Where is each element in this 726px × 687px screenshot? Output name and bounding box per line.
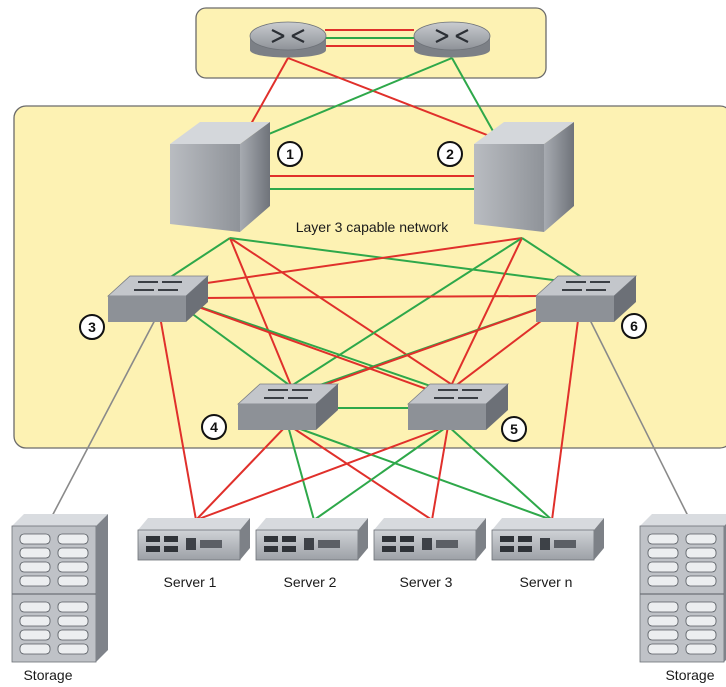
svg-text:6: 6 — [630, 318, 638, 334]
badge-switch-6: 6 — [621, 313, 647, 339]
link-sw3-sw5-red — [167, 295, 447, 397]
link-sw3-server1 — [157, 304, 197, 521]
svg-text:1: 1 — [286, 146, 294, 162]
network-label: Layer 3 capable network — [296, 219, 450, 235]
link-sw5-server3 — [431, 425, 449, 521]
switch-icon — [106, 275, 210, 322]
core-switch-2 — [474, 122, 574, 232]
server-icon — [491, 518, 604, 561]
layer3-switch-icon — [474, 122, 574, 232]
link-sw5-server1 — [195, 425, 449, 521]
link-core1-sw5 — [229, 237, 461, 391]
server-icon — [373, 518, 486, 561]
svg-text:5: 5 — [510, 421, 518, 437]
access-switch-5 — [406, 383, 510, 430]
link-core1-sw4 — [229, 237, 293, 389]
storage-right — [639, 514, 726, 663]
link-router1-core2 — [287, 57, 501, 141]
switch-icon — [534, 275, 638, 322]
router-1 — [249, 21, 327, 58]
router-2 — [413, 21, 491, 58]
link-sw4-server2 — [287, 425, 315, 521]
link-sw4-servern — [291, 425, 553, 521]
link-sw5-servern — [447, 425, 553, 521]
server-2-label: Server 2 — [284, 574, 337, 590]
link-core2-sw5 — [449, 237, 523, 389]
link-sw3-sw6-red — [199, 295, 541, 299]
server-3 — [373, 518, 486, 561]
storage-left — [11, 514, 108, 663]
core-switch-1 — [170, 122, 270, 232]
link-core2-sw4 — [287, 237, 523, 389]
link-sw3-storage-left — [49, 317, 157, 521]
server-1 — [137, 518, 250, 561]
access-switch-3 — [106, 275, 210, 322]
link-sw6-storage-right — [589, 319, 691, 521]
storage-array-icon — [639, 514, 726, 663]
link-sw6-sw4-red — [295, 295, 575, 396]
svg-text:3: 3 — [88, 319, 96, 335]
link-sw4-server3 — [289, 425, 433, 521]
badge-switch-5: 5 — [501, 416, 527, 442]
access-switch-6 — [534, 275, 638, 322]
svg-text:2: 2 — [446, 146, 454, 162]
storage-left-label: Storage — [23, 667, 72, 683]
switch-icon — [236, 383, 340, 430]
badge-switch-4: 4 — [201, 414, 227, 440]
router-icon — [413, 21, 491, 58]
storage-array-icon — [11, 514, 108, 663]
server-3-label: Server 3 — [400, 574, 453, 590]
server-icon — [137, 518, 250, 561]
server-2 — [255, 518, 368, 561]
badge-core-1: 1 — [277, 141, 303, 167]
link-core1-sw6 — [229, 237, 585, 285]
layer3-switch-icon — [170, 122, 270, 232]
server-n — [491, 518, 604, 561]
access-switch-4 — [236, 383, 340, 430]
link-router2-core2 — [451, 57, 499, 141]
link-sw4-server1 — [195, 425, 287, 521]
badge-switch-3: 3 — [79, 314, 105, 340]
wan-router-panel — [195, 7, 547, 79]
svg-text:4: 4 — [210, 419, 218, 435]
server-1-label: Server 1 — [164, 574, 217, 590]
switch-icon — [406, 383, 510, 430]
server-n-label: Server n — [520, 574, 573, 590]
link-router2-core1 — [239, 57, 453, 147]
link-sw6-servern — [551, 304, 581, 521]
router-icon — [249, 21, 327, 58]
server-icon — [255, 518, 368, 561]
badge-core-2: 2 — [437, 141, 463, 167]
storage-right-label: Storage — [665, 667, 714, 683]
link-sw5-server2 — [313, 425, 449, 521]
link-core2-sw6 — [521, 237, 587, 281]
link-core2-sw3 — [157, 237, 523, 291]
